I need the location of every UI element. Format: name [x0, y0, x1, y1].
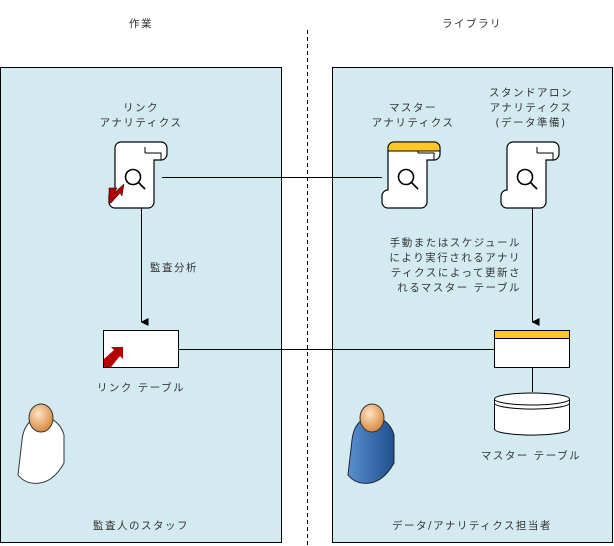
link-analytics-script-icon[interactable]: [108, 141, 168, 209]
database-icon[interactable]: [494, 392, 570, 436]
master-table-icon[interactable]: [494, 330, 570, 368]
auditor-staff-person-icon: [17, 403, 65, 484]
link-table-icon[interactable]: [103, 330, 179, 368]
work-header: 作業: [129, 18, 153, 30]
data-analytics-owner-person-icon: [347, 403, 395, 484]
standalone-analytics-label: スタンドアロン アナリティクス (データ準備): [489, 87, 573, 129]
master-analytics-script-icon[interactable]: [381, 141, 441, 209]
master-table-label: マスター テーブル: [480, 450, 582, 462]
auditor-staff-label: 監査人のスタッフ: [93, 520, 189, 532]
link-analytics-label: リンク アナリティクス: [99, 102, 183, 129]
master-analytics-label: マスター アナリティクス: [371, 102, 455, 129]
data-analytics-owner-label: データ/アナリティクス担当者: [392, 520, 552, 532]
audit-analysis-label: 監査分析: [150, 262, 198, 274]
master-table-note: 手動またはスケジュール により実行されるアナリ ティクスによって更新さ れるマス…: [389, 237, 521, 294]
library-header: ライブラリ: [442, 18, 502, 30]
link-table-label: リンク テーブル: [96, 382, 186, 394]
